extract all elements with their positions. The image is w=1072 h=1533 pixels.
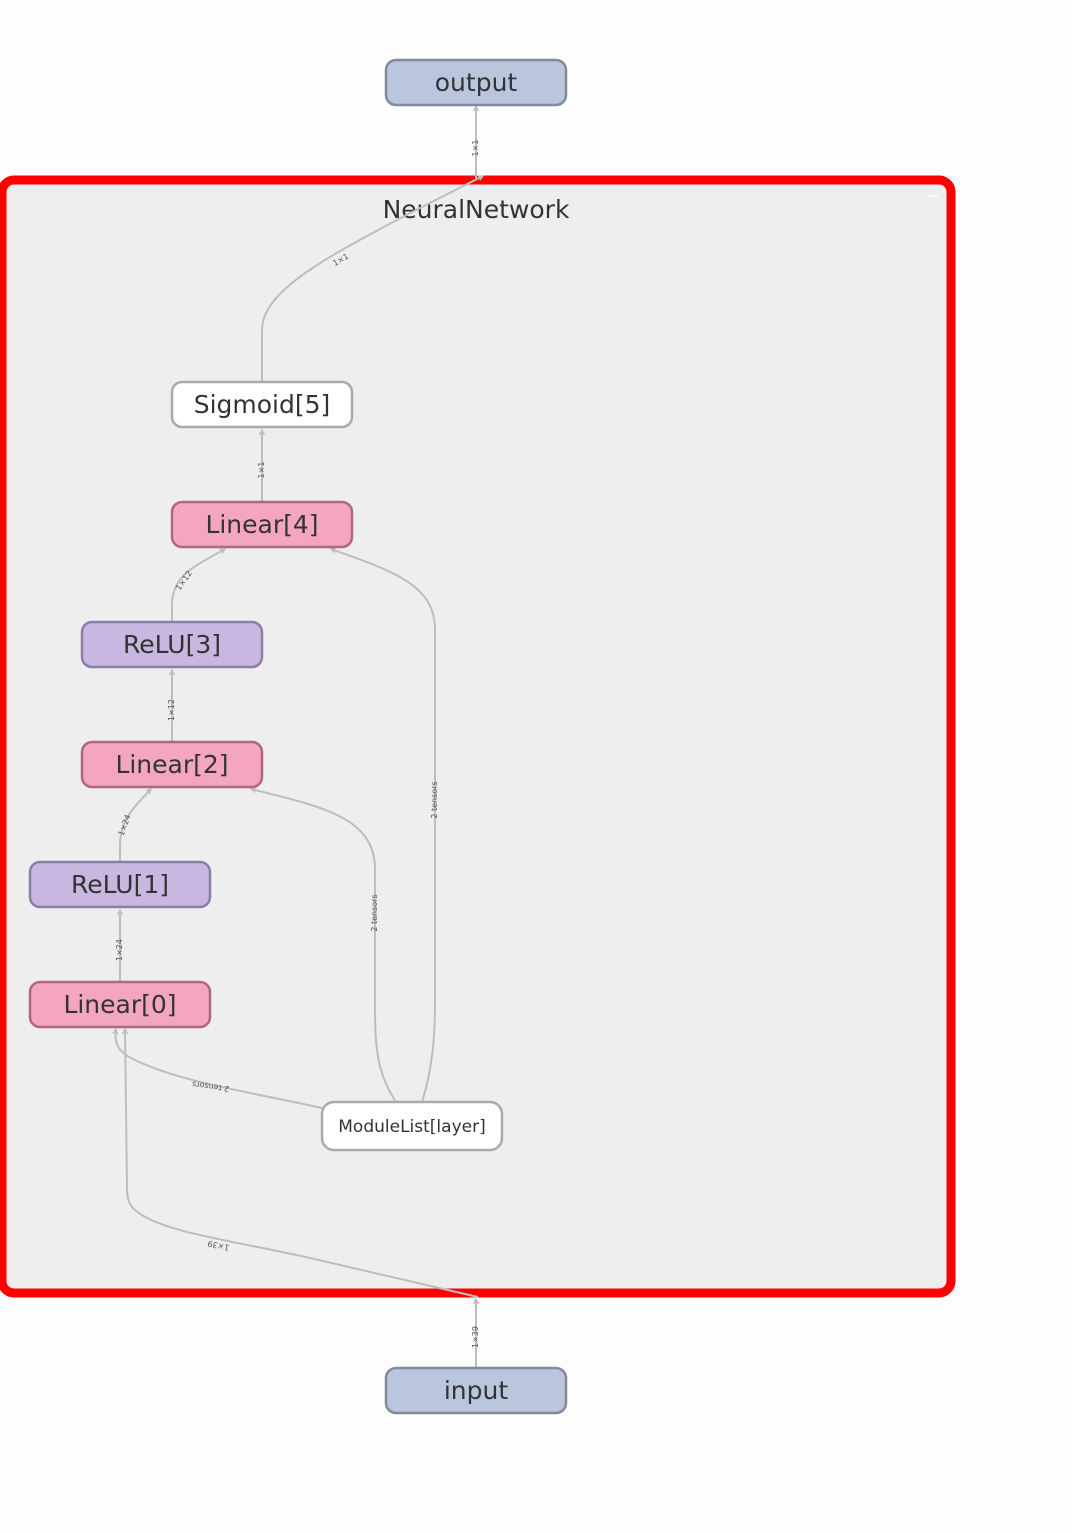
node-sigmoid5[interactable]: Sigmoid[5]: [170, 380, 354, 429]
edge-group-in-to-linear0: [121, 1027, 479, 1298]
edge-label-linear0-to-relu1: 1×24: [115, 939, 124, 961]
edge-label-group-in-to-linear0: 1×39: [207, 1239, 230, 1252]
node-linear2[interactable]: Linear[2]: [80, 740, 264, 789]
node-output-label: output: [435, 68, 518, 97]
edge-label-linear4-to-sigmoid: 1×1: [257, 462, 266, 479]
collapse-icon[interactable]: −: [928, 188, 940, 204]
node-output-box[interactable]: [384, 58, 568, 107]
edge-label-modulelist-to-linear2: 2 tensors: [370, 894, 379, 931]
nodes: output Sigmoid[5] Linear[4] ReLU[3] Line…: [28, 58, 568, 1415]
node-sigmoid5-label: Sigmoid[5]: [194, 390, 331, 419]
node-relu3-box[interactable]: [80, 620, 264, 669]
edge-label-group-to-output: 1×1: [471, 140, 480, 157]
edge-relu3-to-linear4: [171, 548, 227, 622]
edge-label-linear2-to-relu3: 1×12: [167, 699, 176, 721]
node-input[interactable]: input: [384, 1366, 568, 1415]
node-linear4[interactable]: Linear[4]: [170, 500, 354, 549]
edge-label-modulelist-to-linear4: 2 tensors: [430, 781, 439, 818]
node-sigmoid5-box[interactable]: [170, 380, 354, 429]
node-linear0[interactable]: Linear[0]: [28, 980, 212, 1029]
node-relu3[interactable]: ReLU[3]: [80, 620, 264, 669]
node-linear2-box[interactable]: [80, 740, 264, 789]
node-relu1-box[interactable]: [28, 860, 212, 909]
node-linear0-label: Linear[0]: [63, 990, 176, 1019]
edge-modulelist-to-linear4: [329, 547, 436, 1103]
node-modulelist-box[interactable]: [320, 1100, 504, 1152]
node-relu3-label: ReLU[3]: [123, 630, 221, 659]
node-modulelist-label: ModuleList[layer]: [338, 1117, 485, 1137]
edges: 1×1 1×1 1×1 1×12 1×12 1×24 1×24 2 tensor…: [111, 104, 485, 1367]
node-output[interactable]: output: [384, 58, 568, 107]
node-linear4-box[interactable]: [170, 500, 354, 549]
node-linear2-label: Linear[2]: [115, 750, 228, 779]
node-relu1-label: ReLU[1]: [71, 870, 169, 899]
edge-sigmoid-to-group: [261, 175, 485, 382]
edge-relu1-to-linear2: [119, 787, 152, 862]
edge-modulelist-to-linear0: [111, 1027, 323, 1109]
group-title: NeuralNetwork: [383, 195, 570, 224]
node-input-box[interactable]: [384, 1366, 568, 1415]
node-relu1[interactable]: ReLU[1]: [28, 860, 212, 909]
edge-modulelist-to-linear2: [249, 786, 397, 1103]
node-linear4-label: Linear[4]: [205, 510, 318, 539]
node-linear0-box[interactable]: [28, 980, 212, 1029]
edge-label-input-to-group: 1×39: [471, 1326, 480, 1348]
node-input-label: input: [444, 1376, 509, 1405]
node-modulelist[interactable]: ModuleList[layer]: [320, 1100, 504, 1152]
